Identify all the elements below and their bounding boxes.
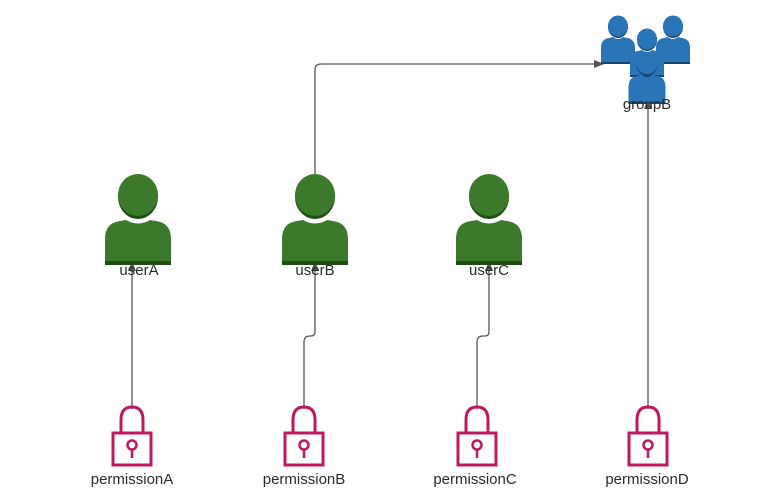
node-userB[interactable] xyxy=(282,174,348,265)
node-userC[interactable] xyxy=(456,174,522,265)
user-icon xyxy=(456,174,522,265)
label-permissionD: permissionD xyxy=(605,471,689,488)
node-permissionC[interactable] xyxy=(456,405,498,467)
edges xyxy=(128,60,652,409)
label-userC: userC xyxy=(468,262,509,279)
node-groupB[interactable] xyxy=(601,15,690,105)
edge-permissionC-userC xyxy=(476,261,493,409)
user-icon xyxy=(282,174,348,265)
node-permissionB[interactable] xyxy=(283,405,325,467)
node-userA[interactable] xyxy=(105,174,171,265)
user-icon xyxy=(105,174,171,265)
lock-icon xyxy=(283,405,325,467)
label-permissionC: permissionC xyxy=(433,471,517,488)
lock-icon xyxy=(456,405,498,467)
edge-userB-groupB xyxy=(314,60,604,182)
label-userA: userA xyxy=(119,262,159,279)
lock-icon xyxy=(627,405,669,467)
label-permissionA: permissionA xyxy=(90,471,174,488)
label-userB: userB xyxy=(295,262,335,279)
users-group-icon xyxy=(601,15,690,104)
lock-icon xyxy=(111,405,153,467)
edge-permissionB-userB xyxy=(303,261,319,409)
node-permissionD[interactable] xyxy=(627,405,669,467)
label-permissionB: permissionB xyxy=(262,471,346,488)
label-groupB: groupB xyxy=(622,96,672,113)
node-permissionA[interactable] xyxy=(111,405,153,467)
